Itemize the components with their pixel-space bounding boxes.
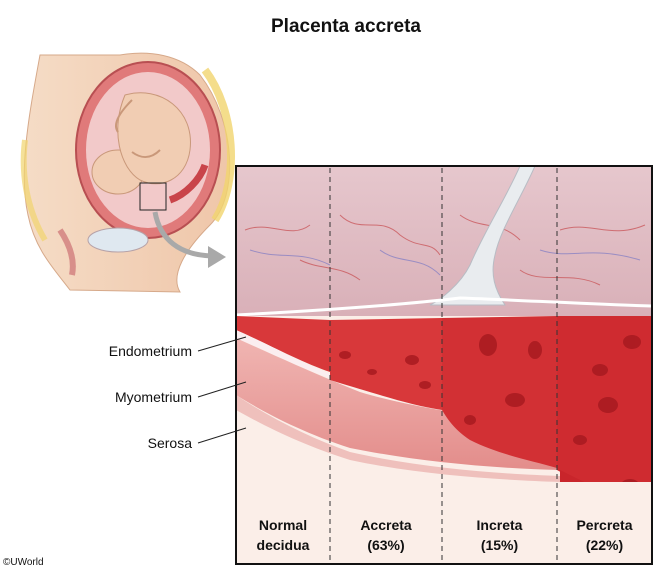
column-accreta-line1: Accreta [360, 517, 412, 533]
umbilical-cord [429, 166, 536, 306]
column-normal-line2: decidua [256, 537, 310, 553]
leader-lines [197, 336, 247, 444]
column-accreta-line2: (63%) [367, 537, 405, 553]
column-normal-decidua: Normal decidua [238, 515, 328, 555]
zoom-arrow [152, 211, 226, 268]
magnified-panel [236, 166, 652, 564]
label-endometrium: Endometrium [108, 343, 192, 359]
column-percreta-line1: Percreta [576, 517, 633, 533]
label-serosa: Serosa [147, 435, 192, 451]
zoom-box [139, 182, 167, 211]
copyright: ©UWorld [3, 557, 44, 568]
column-normal-line1: Normal [258, 517, 308, 533]
column-accreta: Accreta (63%) [332, 515, 440, 555]
pregnant-figure [20, 52, 235, 293]
column-increta: Increta (15%) [444, 515, 555, 555]
label-myometrium: Myometrium [114, 389, 192, 405]
column-increta-line1: Increta [476, 517, 523, 533]
column-increta-line2: (15%) [480, 537, 519, 553]
panel-frame [235, 165, 653, 565]
column-percreta: Percreta (22%) [559, 515, 650, 555]
figure-title: Placenta accreta [271, 16, 421, 37]
column-dividers [329, 168, 558, 562]
fetus [91, 92, 191, 195]
column-percreta-line2: (22%) [585, 537, 624, 553]
